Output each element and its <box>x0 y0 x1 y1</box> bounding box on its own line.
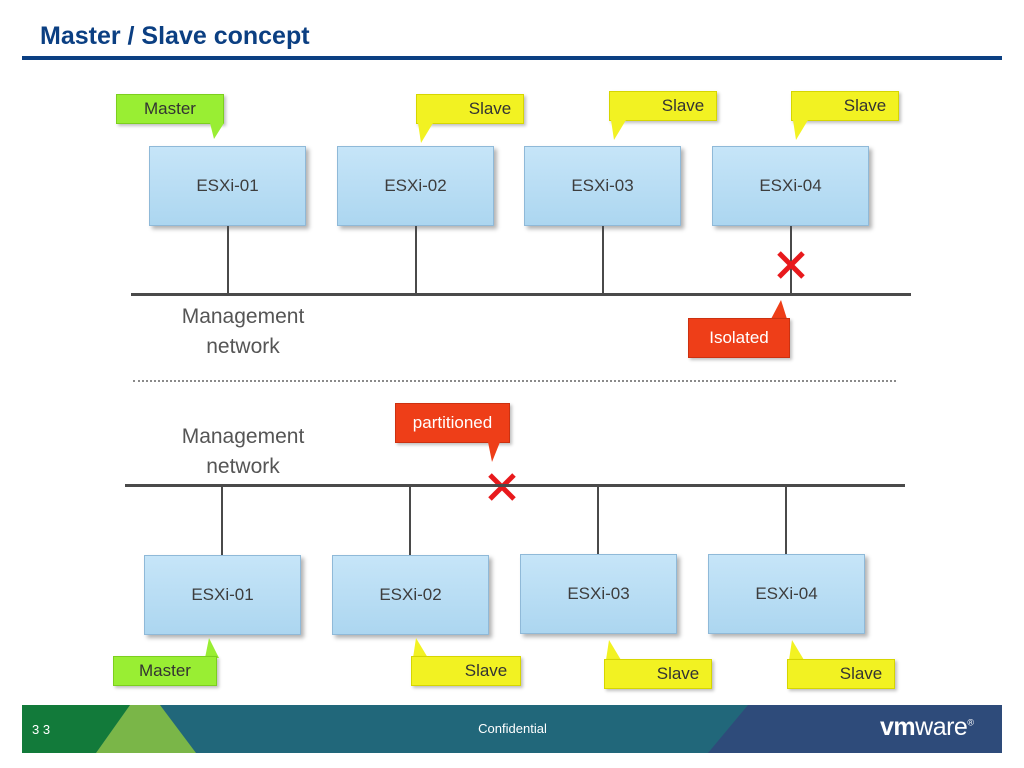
logo-suffix: ware <box>915 713 968 741</box>
callout-tail <box>789 640 804 660</box>
host-box: ESXi-04 <box>708 554 865 634</box>
callout-tail <box>793 120 808 140</box>
host-box: ESXi-03 <box>520 554 677 634</box>
role-tag-slave: Slave <box>787 659 895 689</box>
host-uplink <box>597 486 599 556</box>
network-label-line: Management <box>181 305 305 328</box>
logo-mark: ® <box>967 717 974 728</box>
host-uplink <box>409 486 411 556</box>
host-uplink <box>602 226 604 296</box>
network-label-line: network <box>206 335 280 358</box>
network-label-line: network <box>206 455 280 478</box>
role-tag-slave: Slave <box>416 94 524 124</box>
management-network-line <box>125 484 905 487</box>
host-uplink <box>227 226 229 296</box>
host-box: ESXi-02 <box>332 555 489 635</box>
slide-number: 3 3 <box>32 722 51 737</box>
callout-tail <box>210 123 224 139</box>
vmware-logo: vmware® <box>880 713 974 742</box>
red-x-icon <box>488 473 516 501</box>
callout-tail <box>418 123 433 143</box>
red-x-icon <box>777 251 805 279</box>
role-tag-master: Master <box>116 94 224 124</box>
role-tag-slave: Slave <box>604 659 712 689</box>
host-box: ESXi-01 <box>149 146 306 226</box>
logo-prefix: vm <box>880 713 916 741</box>
callout-tail <box>488 442 500 462</box>
host-box: ESXi-03 <box>524 146 681 226</box>
role-tag-master: Master <box>113 656 217 686</box>
callout-tail <box>606 640 621 660</box>
role-tag-slave: Slave <box>411 656 521 686</box>
host-uplink <box>785 486 787 556</box>
network-label-line: Management <box>181 425 305 448</box>
callout-tail <box>413 638 428 658</box>
host-uplink <box>790 226 792 296</box>
host-box: ESXi-02 <box>337 146 494 226</box>
confidential-label: Confidential <box>478 721 547 736</box>
callout-tail <box>611 120 626 140</box>
host-uplink <box>221 486 223 556</box>
role-tag-slave: Slave <box>791 91 899 121</box>
scenario-separator <box>133 380 896 382</box>
host-uplink <box>415 226 417 296</box>
network-label: Management network <box>163 422 323 482</box>
role-tag-slave: Slave <box>609 91 717 121</box>
title-underline <box>22 56 1002 60</box>
host-box: ESXi-04 <box>712 146 869 226</box>
network-label: Management network <box>163 302 323 362</box>
slide-title: Master / Slave concept <box>40 22 310 50</box>
footer-bar <box>22 705 1002 753</box>
isolated-alert-tag: Isolated <box>688 318 790 358</box>
host-box: ESXi-01 <box>144 555 301 635</box>
callout-tail <box>205 638 219 658</box>
partitioned-alert-tag: partitioned <box>395 403 510 443</box>
callout-tail <box>771 300 787 319</box>
management-network-line <box>131 293 911 296</box>
